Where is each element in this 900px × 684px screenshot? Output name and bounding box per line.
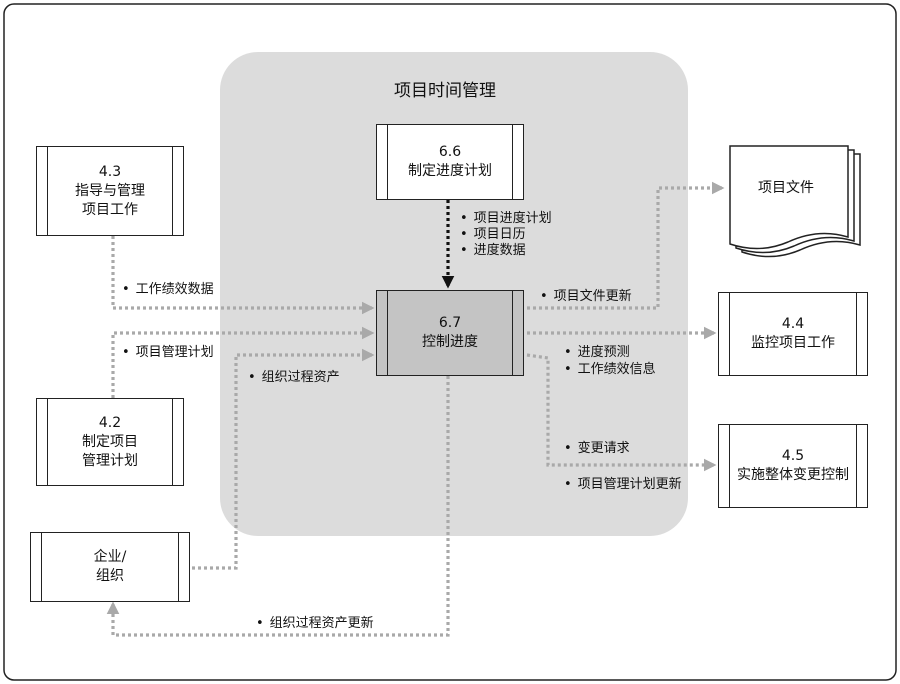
arrow-67-to-enterprise (106, 376, 450, 637)
process-4-4-name: 监控项目工作 (751, 335, 835, 351)
flow-label-documents-updates: 项目文件更新 (540, 289, 632, 305)
process-6-7: 6.7 控制进度 (376, 290, 524, 376)
flow-label-forecasts: 进度预测 (564, 345, 630, 361)
process-4-2-line2: 管理计划 (82, 452, 138, 469)
documents-stack-shape (729, 145, 861, 258)
process-4-3: 4.3 指导与管理 项目工作 (36, 146, 184, 236)
process-6-6: 6.6 制定进度计划 (376, 124, 524, 200)
process-4-3-number: 4.3 (98, 163, 122, 180)
flow-label-work-performance-info: 工作绩效信息 (564, 362, 656, 378)
flow-arrows (72, 181, 725, 637)
arrow-enterprise-to-67 (72, 348, 375, 570)
process-4-5-number: 4.5 (781, 448, 805, 464)
process-4-5-name: 实施整体变更控制 (737, 467, 849, 483)
process-6-7-number: 6.7 (438, 315, 462, 331)
flow-label-opa-updates: 组织过程资产更新 (256, 616, 374, 632)
enterprise-line2: 组织 (96, 568, 124, 584)
process-4-2-number: 4.2 (98, 414, 122, 431)
outer-frame (3, 3, 897, 681)
process-4-2: 4.2 制定项目 管理计划 (36, 398, 184, 486)
process-group-title: 项目时间管理 (394, 81, 496, 101)
process-6-7-name: 控制进度 (422, 334, 478, 350)
process-4-4: 4.4 监控项目工作 (718, 292, 868, 376)
enterprise-organization: 企业/ 组织 (30, 532, 190, 602)
enterprise-line1: 企业/ (93, 549, 127, 565)
process-4-4-number: 4.4 (781, 316, 805, 332)
process-6-6-name: 制定进度计划 (408, 163, 492, 179)
flow-label-pm-plan: 项目管理计划 (122, 345, 214, 361)
flow-label-schedule: 项目进度计划 (460, 211, 552, 227)
flow-label-pm-plan-updates: 项目管理计划更新 (564, 477, 682, 493)
process-6-6-number: 6.6 (438, 144, 462, 160)
arrow-67-to-documents (527, 181, 725, 310)
flow-label-calendar: 项目日历 (460, 227, 526, 243)
arrow-67-to-45 (526, 353, 717, 472)
flow-label-change-requests: 变更请求 (564, 441, 630, 457)
process-4-3-line2: 项目工作 (82, 201, 138, 218)
arrow-43-to-67 (111, 236, 375, 315)
flow-label-schedule-data: 进度数据 (460, 243, 526, 259)
process-4-3-line1: 指导与管理 (75, 182, 145, 199)
process-4-5: 4.5 实施整体变更控制 (718, 424, 868, 508)
project-documents-label: 项目文件 (758, 180, 814, 196)
flow-label-work-performance-data: 工作绩效数据 (122, 282, 214, 298)
process-4-2-line1: 制定项目 (82, 433, 138, 450)
flow-label-opa: 组织过程资产 (248, 370, 340, 386)
